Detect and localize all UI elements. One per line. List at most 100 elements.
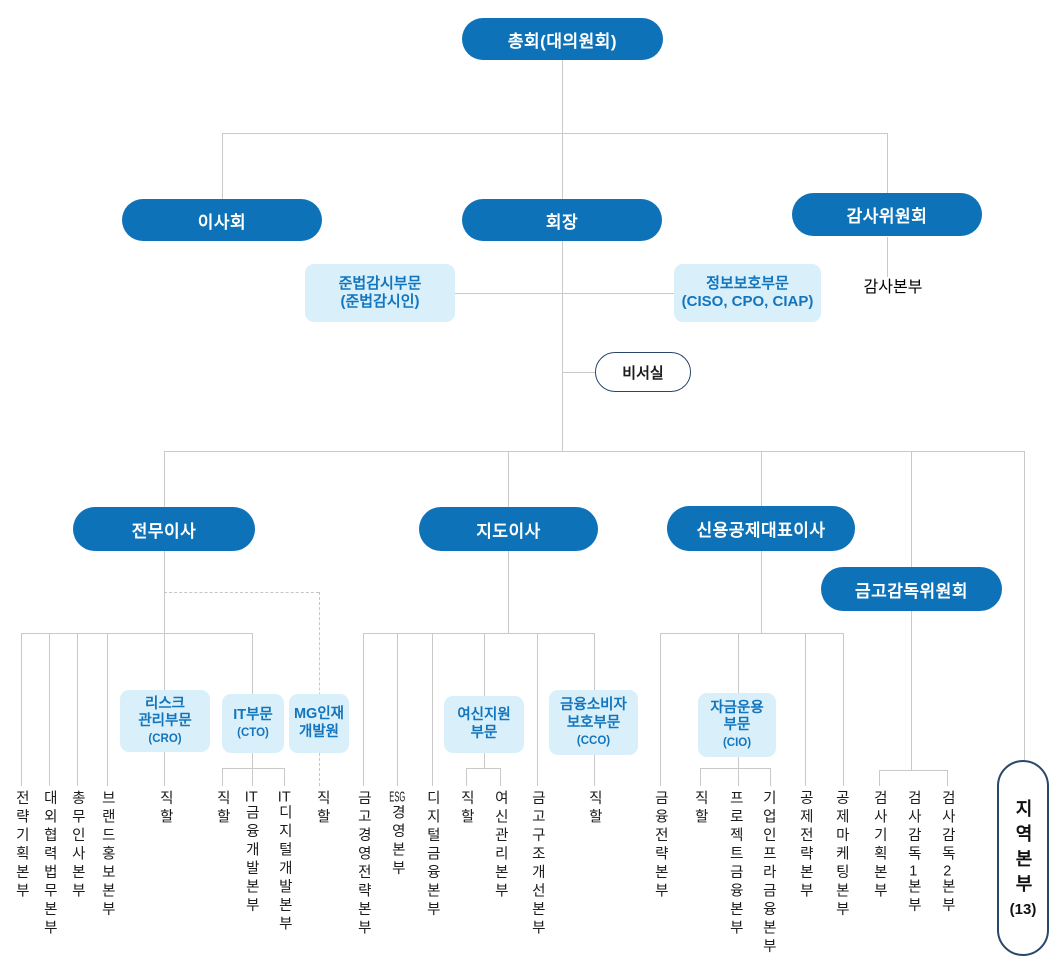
connector-line	[432, 633, 433, 786]
connector-line	[537, 633, 538, 786]
connector-line	[508, 551, 509, 633]
connector-line	[164, 752, 165, 786]
department-label: 금고경영전략본부	[355, 790, 372, 938]
department-label: 디지털금융본부	[424, 790, 441, 920]
connector-line	[738, 757, 739, 768]
connector-line	[284, 768, 285, 786]
node-depository-supervisory-committee: 금고감독위원회	[821, 567, 1002, 611]
department-label: IT금융개발본부	[243, 790, 260, 916]
box-label-line: 여신지원	[457, 706, 511, 723]
department-label: 직할	[692, 790, 709, 827]
connector-line	[947, 770, 948, 786]
department-label: 검사기획본부	[871, 790, 888, 901]
box-label-line: 부문	[723, 717, 751, 734]
department-label: 금융전략본부	[652, 790, 669, 901]
connector-line	[252, 633, 253, 694]
box-sub-label: (CIO)	[722, 737, 752, 750]
connector-line	[761, 451, 762, 506]
connector-line	[761, 551, 762, 633]
connector-line	[484, 633, 485, 696]
connector-line	[500, 768, 501, 786]
department-label: 대외협력법무본부	[41, 790, 58, 938]
regional-hq-count: (13)	[1009, 900, 1037, 918]
department-label: 직할	[314, 790, 331, 827]
node-label: 지도이사	[476, 521, 541, 541]
department-label: 금고구조개선본부	[529, 790, 546, 938]
node-audit-committee: 감사위원회	[792, 193, 982, 236]
node-label: 이사회	[197, 212, 247, 232]
connector-line	[1024, 451, 1025, 760]
connector-line	[660, 633, 843, 634]
department-label: 직할	[586, 790, 603, 827]
connector-line	[660, 633, 661, 786]
connector-line	[879, 770, 947, 771]
connector-line	[594, 633, 595, 690]
connector-line	[222, 768, 284, 769]
connector-line	[911, 451, 912, 567]
node-compliance-division: 준법감시부문(준법감시인)	[305, 264, 455, 322]
connector-line	[594, 755, 595, 786]
node-credit-insurance-ceo: 신용공제대표이사	[667, 506, 855, 551]
box-label-line: MG인재	[293, 705, 345, 722]
connector-line	[222, 133, 887, 134]
box-label-line: 자금운용	[710, 699, 764, 716]
connector-line	[222, 133, 223, 199]
node-it-division: IT부문(CTO)	[222, 694, 284, 753]
connector-line	[700, 768, 701, 786]
connector-line	[21, 633, 22, 786]
department-label: 총무인사본부	[69, 790, 86, 901]
node-label: 비서실	[622, 364, 664, 382]
box-label-line: IT부문	[233, 707, 273, 724]
department-label: 직할	[214, 790, 231, 827]
connector-line	[562, 372, 595, 373]
box-label-line: 금융소비자	[560, 697, 627, 714]
connector-line-dashed	[164, 592, 319, 593]
box-label-line: 정보보호부문	[706, 274, 789, 292]
box-sub-label: (CCO)	[576, 734, 611, 747]
connector-line	[164, 633, 165, 690]
connector-line	[455, 293, 674, 294]
node-label: 감사본부	[863, 279, 923, 296]
box-label-line: 보호부문	[566, 714, 621, 731]
department-label: ESG경영본부	[389, 790, 406, 879]
node-label: 전무이사	[131, 521, 197, 541]
department-label: 프로젝트금융본부	[727, 790, 744, 938]
connector-line	[738, 768, 739, 786]
connector-line	[562, 60, 563, 133]
connector-line	[164, 451, 1024, 452]
box-label-line: (CISO, CPO, CIAP)	[681, 293, 814, 310]
node-info-security-division: 정보보호부문(CISO, CPO, CIAP)	[674, 264, 821, 322]
connector-line	[879, 770, 880, 786]
connector-line	[21, 633, 252, 634]
department-label: 검사감독2본부	[939, 790, 956, 916]
connector-line	[466, 768, 500, 769]
node-audit-hq: 감사본부	[845, 276, 941, 296]
connector-line	[252, 768, 253, 786]
node-label: 회장	[545, 212, 579, 232]
connector-line	[843, 633, 844, 786]
connector-line	[397, 633, 398, 786]
connector-line	[770, 768, 771, 786]
box-label-line: (준법감시인)	[340, 293, 420, 310]
connector-line	[484, 753, 485, 768]
connector-line	[911, 611, 912, 770]
connector-line	[107, 633, 108, 786]
node-secretariat: 비서실	[595, 352, 691, 392]
box-label-line: 개발원	[298, 723, 340, 740]
connector-line	[508, 451, 509, 507]
box-label-line: 리스크	[144, 695, 186, 712]
connector-line	[805, 633, 806, 786]
connector-line	[363, 633, 594, 634]
connector-line	[562, 241, 563, 451]
department-label: 직할	[458, 790, 475, 827]
department-label: 브랜드홍보본부	[99, 790, 116, 920]
department-label: 기업인프라금융본부	[760, 790, 777, 957]
box-label-line: 관리부문	[138, 713, 192, 730]
connector-line	[252, 753, 253, 768]
box-label-line: 부문	[470, 724, 498, 741]
